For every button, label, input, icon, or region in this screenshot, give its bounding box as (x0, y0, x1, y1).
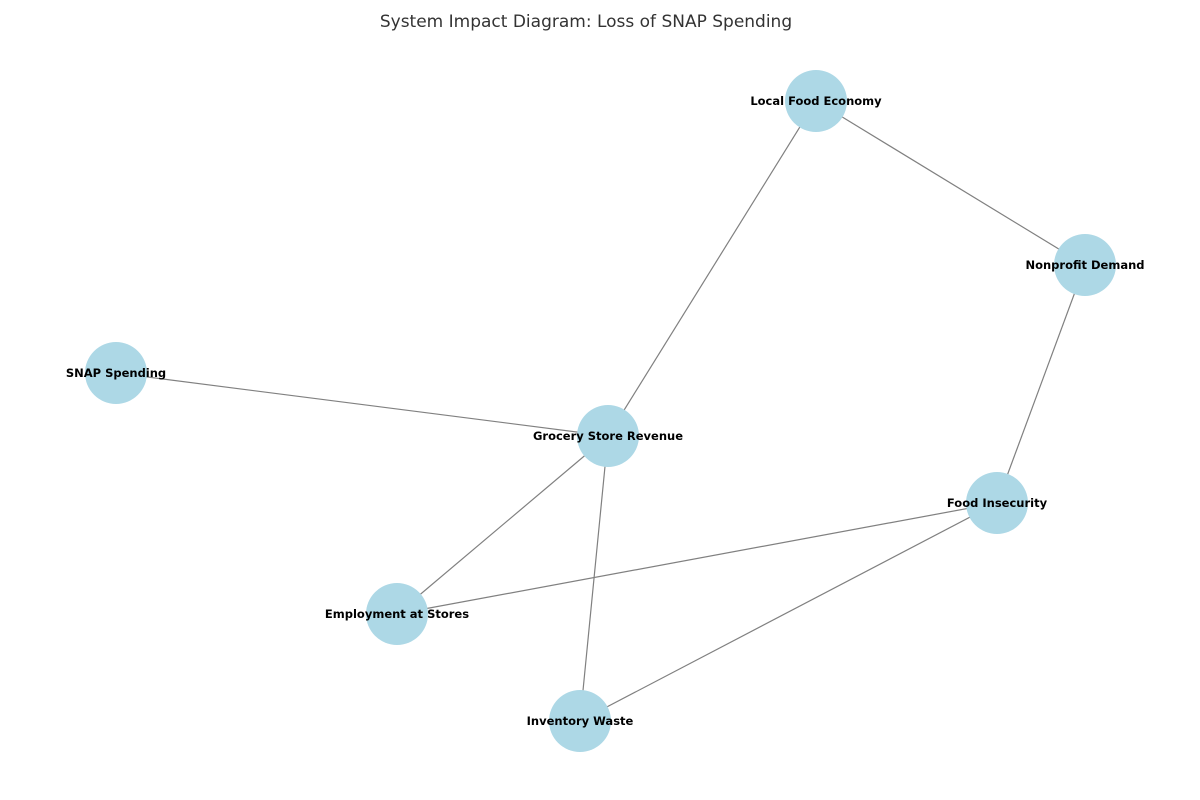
node-label-nonprofit-demand: Nonprofit Demand (1025, 258, 1144, 272)
node-snap-spending (85, 342, 147, 404)
node-label-local-food-economy: Local Food Economy (750, 94, 882, 108)
edge-local-food-economy--grocery-store-revenue (607, 100, 817, 437)
node-label-employment-at-stores: Employment at Stores (325, 607, 469, 621)
edge-grocery-store-revenue--inventory-waste (579, 435, 609, 722)
node-label-snap-spending: SNAP Spending (66, 366, 166, 380)
node-local-food-economy (785, 70, 847, 132)
node-label-food-insecurity: Food Insecurity (947, 496, 1048, 510)
edge-snap-spending--grocery-store-revenue (115, 372, 609, 437)
node-label-inventory-waste: Inventory Waste (527, 714, 634, 728)
node-employment-at-stores (366, 583, 428, 645)
diagram-title: System Impact Diagram: Loss of SNAP Spen… (379, 12, 793, 32)
node-food-insecurity (966, 472, 1028, 534)
node-nonprofit-demand (1054, 234, 1116, 296)
edge-local-food-economy--nonprofit-demand (815, 100, 1086, 266)
edge-grocery-store-revenue--employment-at-stores (396, 435, 609, 615)
edge-inventory-waste--food-insecurity (579, 502, 998, 722)
node-inventory-waste (549, 690, 611, 752)
edge-nonprofit-demand--food-insecurity (996, 264, 1086, 504)
node-label-grocery-store-revenue: Grocery Store Revenue (533, 429, 683, 443)
node-grocery-store-revenue (577, 405, 639, 467)
edge-employment-at-stores--food-insecurity (396, 502, 998, 615)
